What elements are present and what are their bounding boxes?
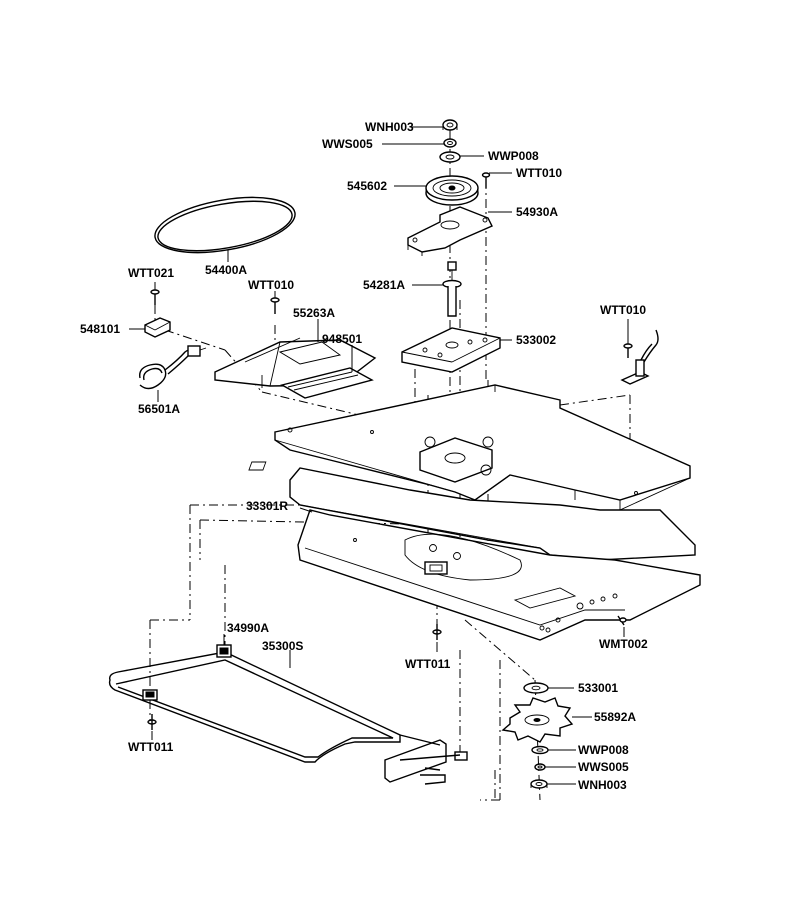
plain-washer-bottom (531, 745, 549, 755)
pulley-545602 (425, 175, 479, 206)
label-545602: 545602 (347, 179, 387, 193)
heater-35300s (108, 651, 468, 785)
screw-wtt021 (150, 289, 160, 305)
screw-wmt002 (617, 615, 627, 626)
label-548101: 548101 (80, 322, 120, 336)
label-35300s: 35300S (262, 639, 303, 653)
label-wmt002: WMT002 (599, 637, 648, 651)
label-33301r: 33301R (246, 499, 288, 513)
nut-top (442, 119, 458, 131)
cover-948501 (280, 367, 374, 399)
label-56501a: 56501A (138, 402, 180, 416)
label-54400a: 54400A (205, 263, 247, 277)
plain-washer-top (439, 151, 461, 163)
base-plate-33301r (297, 509, 701, 641)
label-wtt010-left: WTT010 (248, 278, 294, 292)
screw-center-wtt011 (432, 624, 442, 640)
label-wwp008-bottom: WWP008 (578, 743, 629, 757)
label-wnh003-bottom: WNH003 (578, 778, 627, 792)
belt-54400a (154, 196, 296, 254)
spring-washer-bottom (534, 763, 546, 771)
spring-washer-top (443, 138, 457, 148)
label-wtt010-right: WTT010 (600, 303, 646, 317)
screw-right (623, 343, 633, 358)
leader-lines (129, 126, 629, 785)
screw-top-left (270, 297, 280, 314)
label-wtt010-top: WTT010 (516, 166, 562, 180)
label-wtt021: WTT021 (128, 266, 174, 280)
label-55263a: 55263A (293, 306, 335, 320)
label-wws005-top: WWS005 (322, 137, 373, 151)
label-54281a: 54281A (363, 278, 405, 292)
roller-coupler-55892a (501, 697, 574, 743)
terminal-sensor (620, 329, 659, 385)
label-533001: 533001 (578, 681, 618, 695)
shaft-54281a (442, 261, 462, 317)
callout-labels: WNH003 WWS005 WWP008 WTT010 545602 54930… (80, 120, 648, 792)
middle-plate (289, 467, 696, 568)
switch-harness-56501a (139, 345, 207, 390)
plate-533002 (401, 327, 501, 373)
bracket-54930a (407, 206, 493, 256)
label-wnh003-top: WNH003 (365, 120, 414, 134)
label-54930a: 54930A (516, 205, 558, 219)
top-plate (248, 384, 691, 511)
nut-bottom (530, 779, 548, 789)
label-55892a: 55892A (594, 710, 636, 724)
label-wtt011-center: WTT011 (405, 657, 451, 671)
label-948501: 948501 (322, 332, 362, 346)
label-wtt011-left: WTT011 (128, 740, 174, 754)
washer-533001 (523, 682, 549, 694)
label-wwp008-top: WWP008 (488, 149, 539, 163)
clip-34990a (216, 644, 232, 658)
screw-top-right (481, 172, 491, 188)
label-533002: 533002 (516, 333, 556, 347)
label-wws005-bottom: WWS005 (578, 760, 629, 774)
clip-left (142, 689, 158, 701)
bracket-548101 (144, 317, 171, 338)
label-34990a: 34990A (227, 621, 269, 635)
screw-left-wtt011 (147, 714, 157, 730)
